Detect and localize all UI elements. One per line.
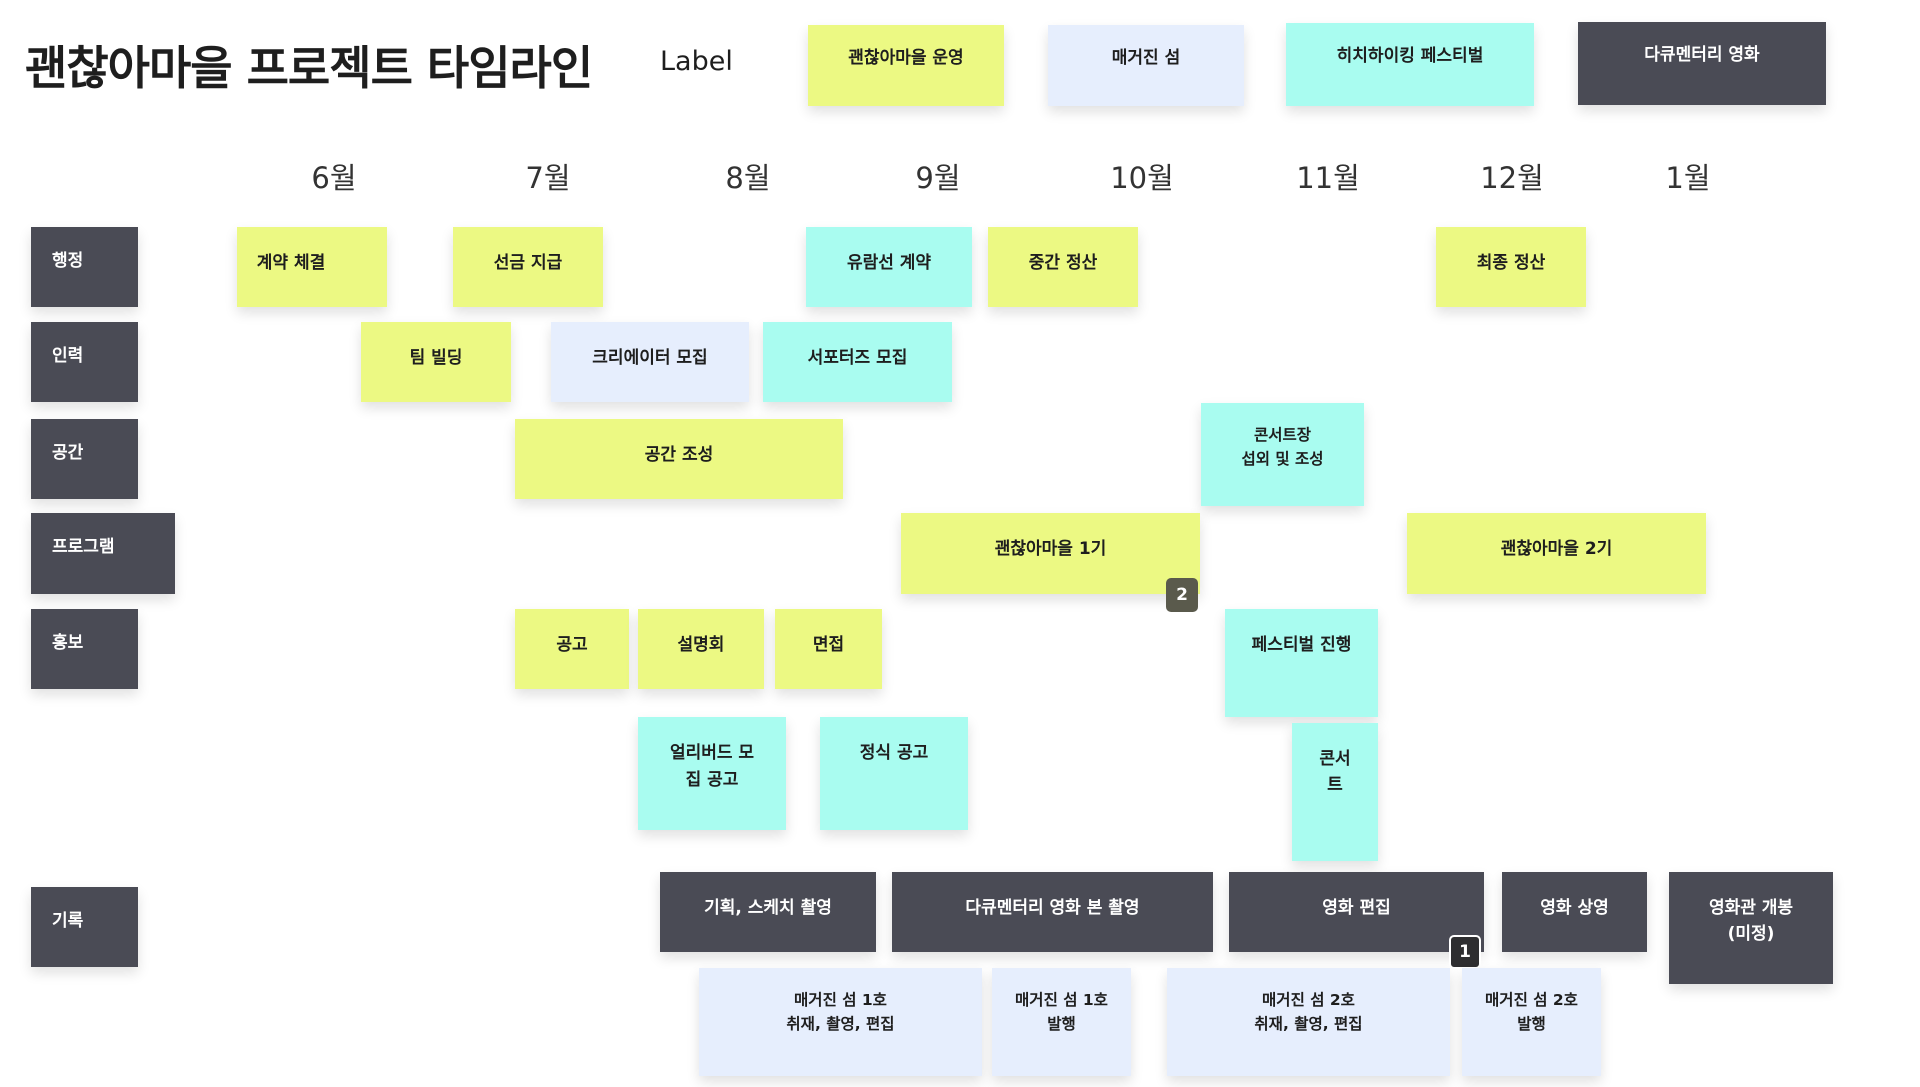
note-earlybird-announce[interactable]: 얼리버드 모 집 공고 <box>638 717 786 830</box>
legend-label: Label <box>660 46 733 77</box>
month-aug: 8월 <box>725 161 771 195</box>
legend-item-documentary[interactable]: 다큐멘터리 영화 <box>1578 22 1826 105</box>
note-magazine-1-publish[interactable]: 매거진 섬 1호 발행 <box>992 968 1131 1076</box>
row-label-space: 공간 <box>31 419 138 499</box>
comment-badge[interactable]: 1 <box>1449 935 1481 969</box>
month-dec: 12월 <box>1480 161 1544 195</box>
legend-item-operation[interactable]: 괜찮아마을 운영 <box>808 25 1004 106</box>
note-creator-recruit[interactable]: 크리에이터 모집 <box>551 322 749 402</box>
note-documentary-shoot[interactable]: 다큐멘터리 영화 본 촬영 <box>892 872 1213 952</box>
note-interim-settlement[interactable]: 중간 정산 <box>988 227 1138 307</box>
comment-badge[interactable]: 2 <box>1166 578 1198 612</box>
legend-item-festival[interactable]: 히치하이킹 페스티벌 <box>1286 23 1534 106</box>
note-cruise-contract[interactable]: 유람선 계약 <box>806 227 972 307</box>
note-village-1st[interactable]: 괜찮아마을 1기 <box>901 513 1200 594</box>
note-supporter-recruit[interactable]: 서포터즈 모집 <box>763 322 952 402</box>
month-jan: 1월 <box>1665 161 1711 195</box>
note-contract[interactable]: 계약 체결 <box>237 227 387 307</box>
note-team-building[interactable]: 팀 빌딩 <box>361 322 511 402</box>
note-plan-sketch-shoot[interactable]: 기획, 스케치 촬영 <box>660 872 876 952</box>
note-theater-release[interactable]: 영화관 개봉 (미정) <box>1669 872 1833 984</box>
month-oct: 10월 <box>1110 161 1174 195</box>
note-final-settlement[interactable]: 최종 정산 <box>1436 227 1586 307</box>
note-concert-venue[interactable]: 콘서트장 섭외 및 조성 <box>1201 403 1364 506</box>
month-jun: 6월 <box>311 161 357 195</box>
note-announcement[interactable]: 공고 <box>515 609 629 689</box>
note-interview[interactable]: 면접 <box>775 609 882 689</box>
note-official-announce[interactable]: 정식 공고 <box>820 717 968 830</box>
row-label-record: 기록 <box>31 887 138 967</box>
note-village-2nd[interactable]: 괜찮아마을 2기 <box>1407 513 1706 594</box>
row-label-staff: 인력 <box>31 322 138 402</box>
legend-item-magazine[interactable]: 매거진 섬 <box>1048 25 1244 106</box>
note-film-screening[interactable]: 영화 상영 <box>1502 872 1647 952</box>
note-magazine-2-production[interactable]: 매거진 섬 2호 취재, 촬영, 편집 <box>1167 968 1450 1076</box>
month-nov: 11월 <box>1296 161 1360 195</box>
note-festival-run[interactable]: 페스티벌 진행 <box>1225 609 1378 717</box>
row-label-program: 프로그램 <box>31 513 175 594</box>
page-title: 괜찮아마을 프로젝트 타임라인 <box>25 41 593 95</box>
note-info-session[interactable]: 설명회 <box>638 609 764 689</box>
note-magazine-1-production[interactable]: 매거진 섬 1호 취재, 촬영, 편집 <box>699 968 982 1076</box>
note-concert[interactable]: 콘서 트 <box>1292 723 1378 861</box>
row-label-admin: 행정 <box>31 227 138 307</box>
note-magazine-2-publish[interactable]: 매거진 섬 2호 발행 <box>1462 968 1601 1076</box>
note-space-build[interactable]: 공간 조성 <box>515 419 843 499</box>
note-advance-payment[interactable]: 선금 지급 <box>453 227 603 307</box>
row-label-promo: 홍보 <box>31 609 138 689</box>
month-sep: 9월 <box>915 161 961 195</box>
month-jul: 7월 <box>525 161 571 195</box>
note-film-editing[interactable]: 영화 편집 <box>1229 872 1484 952</box>
